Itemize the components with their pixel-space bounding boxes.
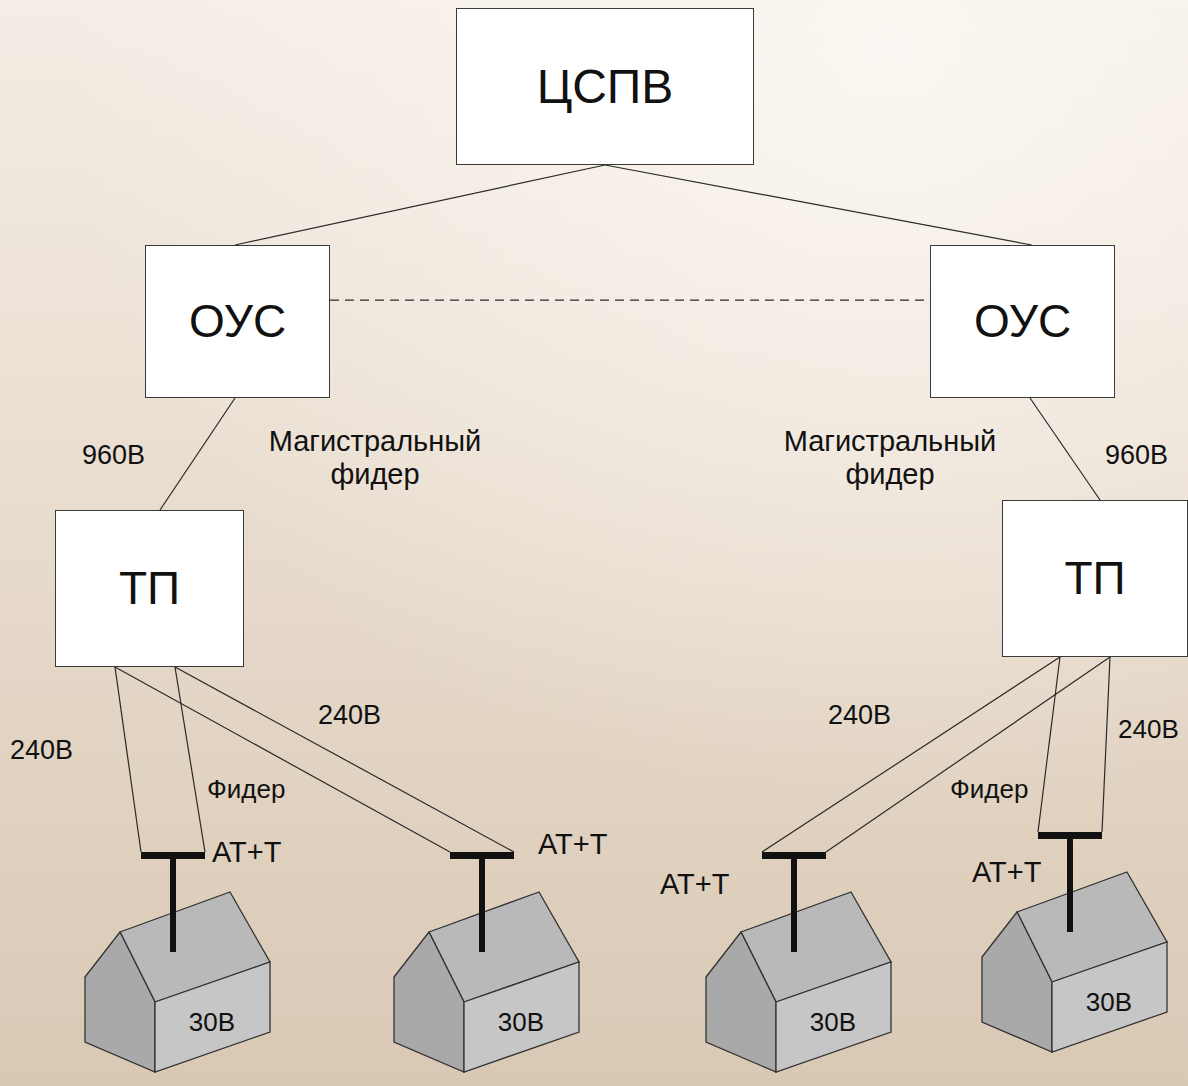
- house-wall: [464, 962, 579, 1072]
- box-title: ТП: [1064, 552, 1125, 605]
- house-illustration: [394, 852, 594, 1077]
- box-title: ОУС: [189, 295, 286, 348]
- antenna-label: АТ+Т: [972, 856, 1041, 889]
- feeder-line: [1030, 398, 1100, 500]
- house-voltage: 30В: [1086, 988, 1132, 1017]
- feeder-label: Магистральный фидер: [745, 425, 1035, 492]
- house-gable: [706, 932, 776, 1072]
- substation-box: ТП: [55, 510, 244, 667]
- feeder-line: [175, 667, 514, 852]
- house-wall: [1052, 942, 1167, 1052]
- feeder-label: Фидер: [950, 775, 1028, 805]
- antenna-pole: [170, 855, 176, 952]
- box-title: ОУС: [974, 295, 1071, 348]
- house-voltage: 30В: [498, 1008, 544, 1037]
- feeder-line: [115, 667, 450, 852]
- antenna-crossbar: [762, 852, 826, 859]
- feeder-line: [762, 657, 1060, 852]
- box-title: ЦСПВ: [537, 59, 674, 114]
- substation-box: ТП: [1002, 500, 1188, 657]
- feeder-line: [175, 667, 205, 852]
- center-box: ЦСПВ: [456, 8, 754, 165]
- voltage-label: 240В: [1118, 715, 1179, 745]
- voltage-label: 960В: [1105, 440, 1168, 471]
- region-box: ОУС: [145, 245, 330, 398]
- antenna-label: АТ+Т: [660, 868, 729, 901]
- house-wall: [776, 962, 891, 1072]
- feeder-line: [1102, 657, 1110, 832]
- box-title: ТП: [119, 562, 180, 615]
- feeder-label: Фидер: [207, 775, 285, 805]
- voltage-label: 240В: [828, 700, 891, 731]
- antenna-pole: [479, 855, 485, 952]
- house: 30В: [85, 852, 285, 1077]
- house-voltage: 30В: [810, 1008, 856, 1037]
- antenna-label: АТ+Т: [212, 836, 281, 869]
- house-wall: [155, 962, 270, 1072]
- feeder-line: [1038, 657, 1060, 832]
- house-voltage: 30В: [189, 1008, 235, 1037]
- feeder-label: Магистральный фидер: [230, 425, 520, 492]
- antenna-pole: [791, 855, 797, 952]
- dashed-link: [330, 299, 930, 300]
- house-illustration: [706, 852, 906, 1077]
- feeder-line: [826, 657, 1110, 852]
- feeder-line: [235, 165, 605, 245]
- antenna-crossbar: [450, 852, 514, 859]
- antenna-crossbar: [141, 852, 205, 859]
- house: 30В: [706, 852, 906, 1077]
- house-illustration: [85, 852, 285, 1077]
- feeder-line: [115, 667, 141, 852]
- house-gable: [85, 932, 155, 1072]
- voltage-label: 240В: [318, 700, 381, 731]
- house-gable: [982, 912, 1052, 1052]
- region-box: ОУС: [930, 245, 1115, 398]
- voltage-label: 960В: [82, 440, 145, 471]
- voltage-label: 240В: [10, 735, 73, 766]
- antenna-label: АТ+Т: [538, 828, 607, 861]
- house-gable: [394, 932, 464, 1072]
- feeder-line: [605, 165, 1032, 245]
- house: 30В: [394, 852, 594, 1077]
- antenna-pole: [1067, 835, 1073, 932]
- antenna-crossbar: [1038, 832, 1102, 839]
- feeder-line: [160, 398, 235, 510]
